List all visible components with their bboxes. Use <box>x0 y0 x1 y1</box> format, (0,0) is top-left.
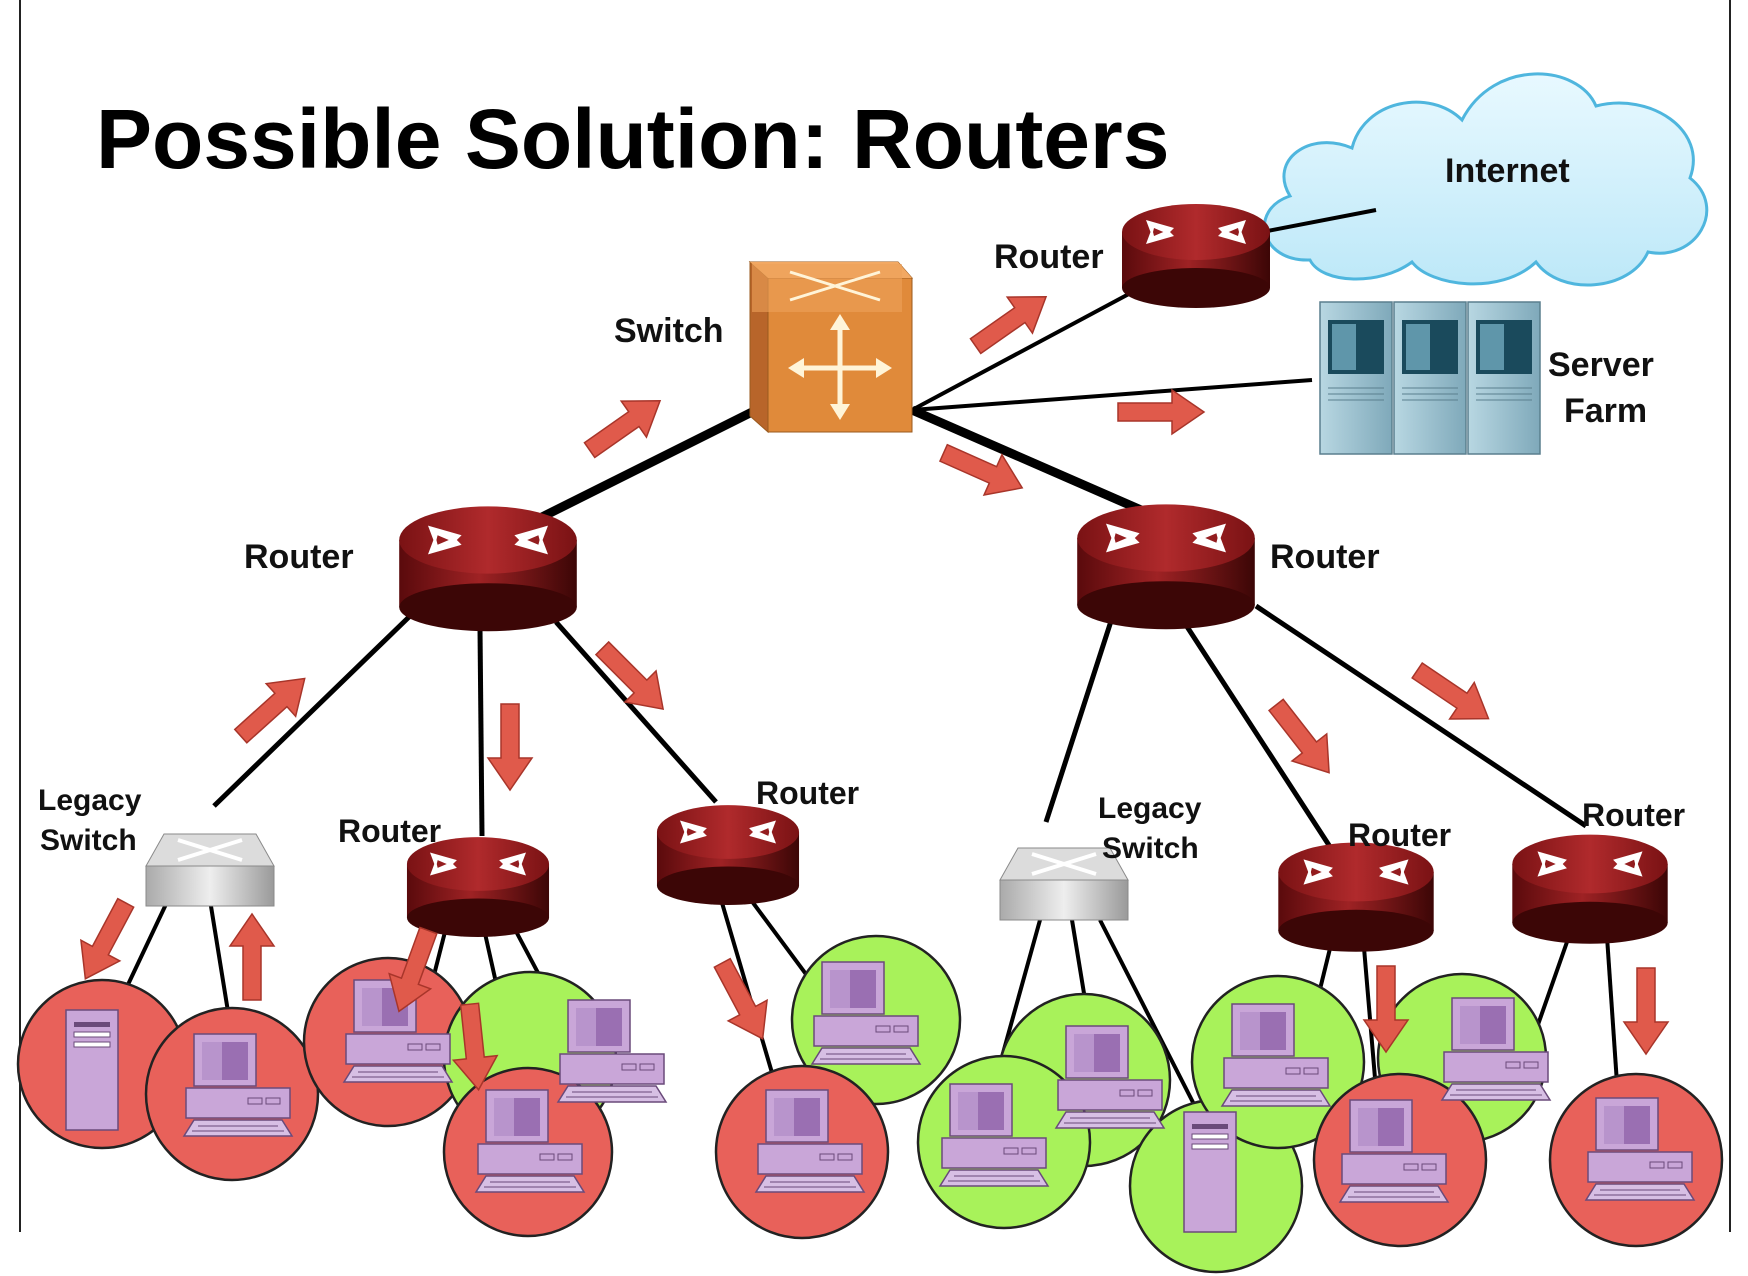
router-l2-label: Router <box>756 775 859 811</box>
router-icon <box>1077 504 1255 630</box>
legacy-right-label-line2: Switch <box>1102 832 1199 865</box>
arrow-icon <box>1404 651 1502 738</box>
server-icon <box>1467 301 1541 455</box>
right-router-label: Router <box>1270 538 1380 576</box>
legacy-right-label-line1: Legacy <box>1098 792 1202 825</box>
left-router-label: Router <box>244 538 354 576</box>
arrow-icon <box>1623 967 1669 1055</box>
tower-server-icon <box>1183 1111 1237 1233</box>
server-icon <box>1319 301 1393 455</box>
internet-label: Internet <box>1445 152 1570 190</box>
arrow-icon <box>225 661 321 754</box>
arrow-icon <box>229 913 275 1001</box>
server-farm <box>1319 301 1541 455</box>
arrow-icon <box>1258 690 1348 787</box>
switch-label: Switch <box>614 312 724 350</box>
server-farm-label-line1: Server <box>1548 346 1654 384</box>
legacy-left-label-line1: Legacy <box>38 784 142 817</box>
router-l1-label: Router <box>338 813 441 849</box>
server-farm-label-line2: Farm <box>1564 392 1647 430</box>
tower-server-icon <box>65 1009 119 1131</box>
router-r2-label: Router <box>1582 797 1685 833</box>
computer-icon <box>557 999 667 1103</box>
server-icon <box>1393 301 1467 455</box>
router-icon <box>656 805 800 905</box>
router-r1-label: Router <box>1348 817 1451 853</box>
switch-icon <box>748 260 914 434</box>
router-icon <box>399 506 577 632</box>
internet-router-label: Router <box>994 238 1104 276</box>
arrow-icon <box>962 277 1060 365</box>
router-icon <box>406 837 550 937</box>
internet-cloud-icon <box>1263 72 1709 287</box>
router-icon <box>1512 834 1668 944</box>
legacy-left-label-line2: Switch <box>40 824 137 857</box>
router-icon <box>1278 842 1434 952</box>
arrow-icon <box>1117 389 1205 435</box>
legacy-switch-icon <box>144 832 276 908</box>
router-icon <box>1122 204 1270 308</box>
arrow-icon <box>487 703 533 791</box>
page-title: Possible Solution: Routers <box>96 92 1169 186</box>
